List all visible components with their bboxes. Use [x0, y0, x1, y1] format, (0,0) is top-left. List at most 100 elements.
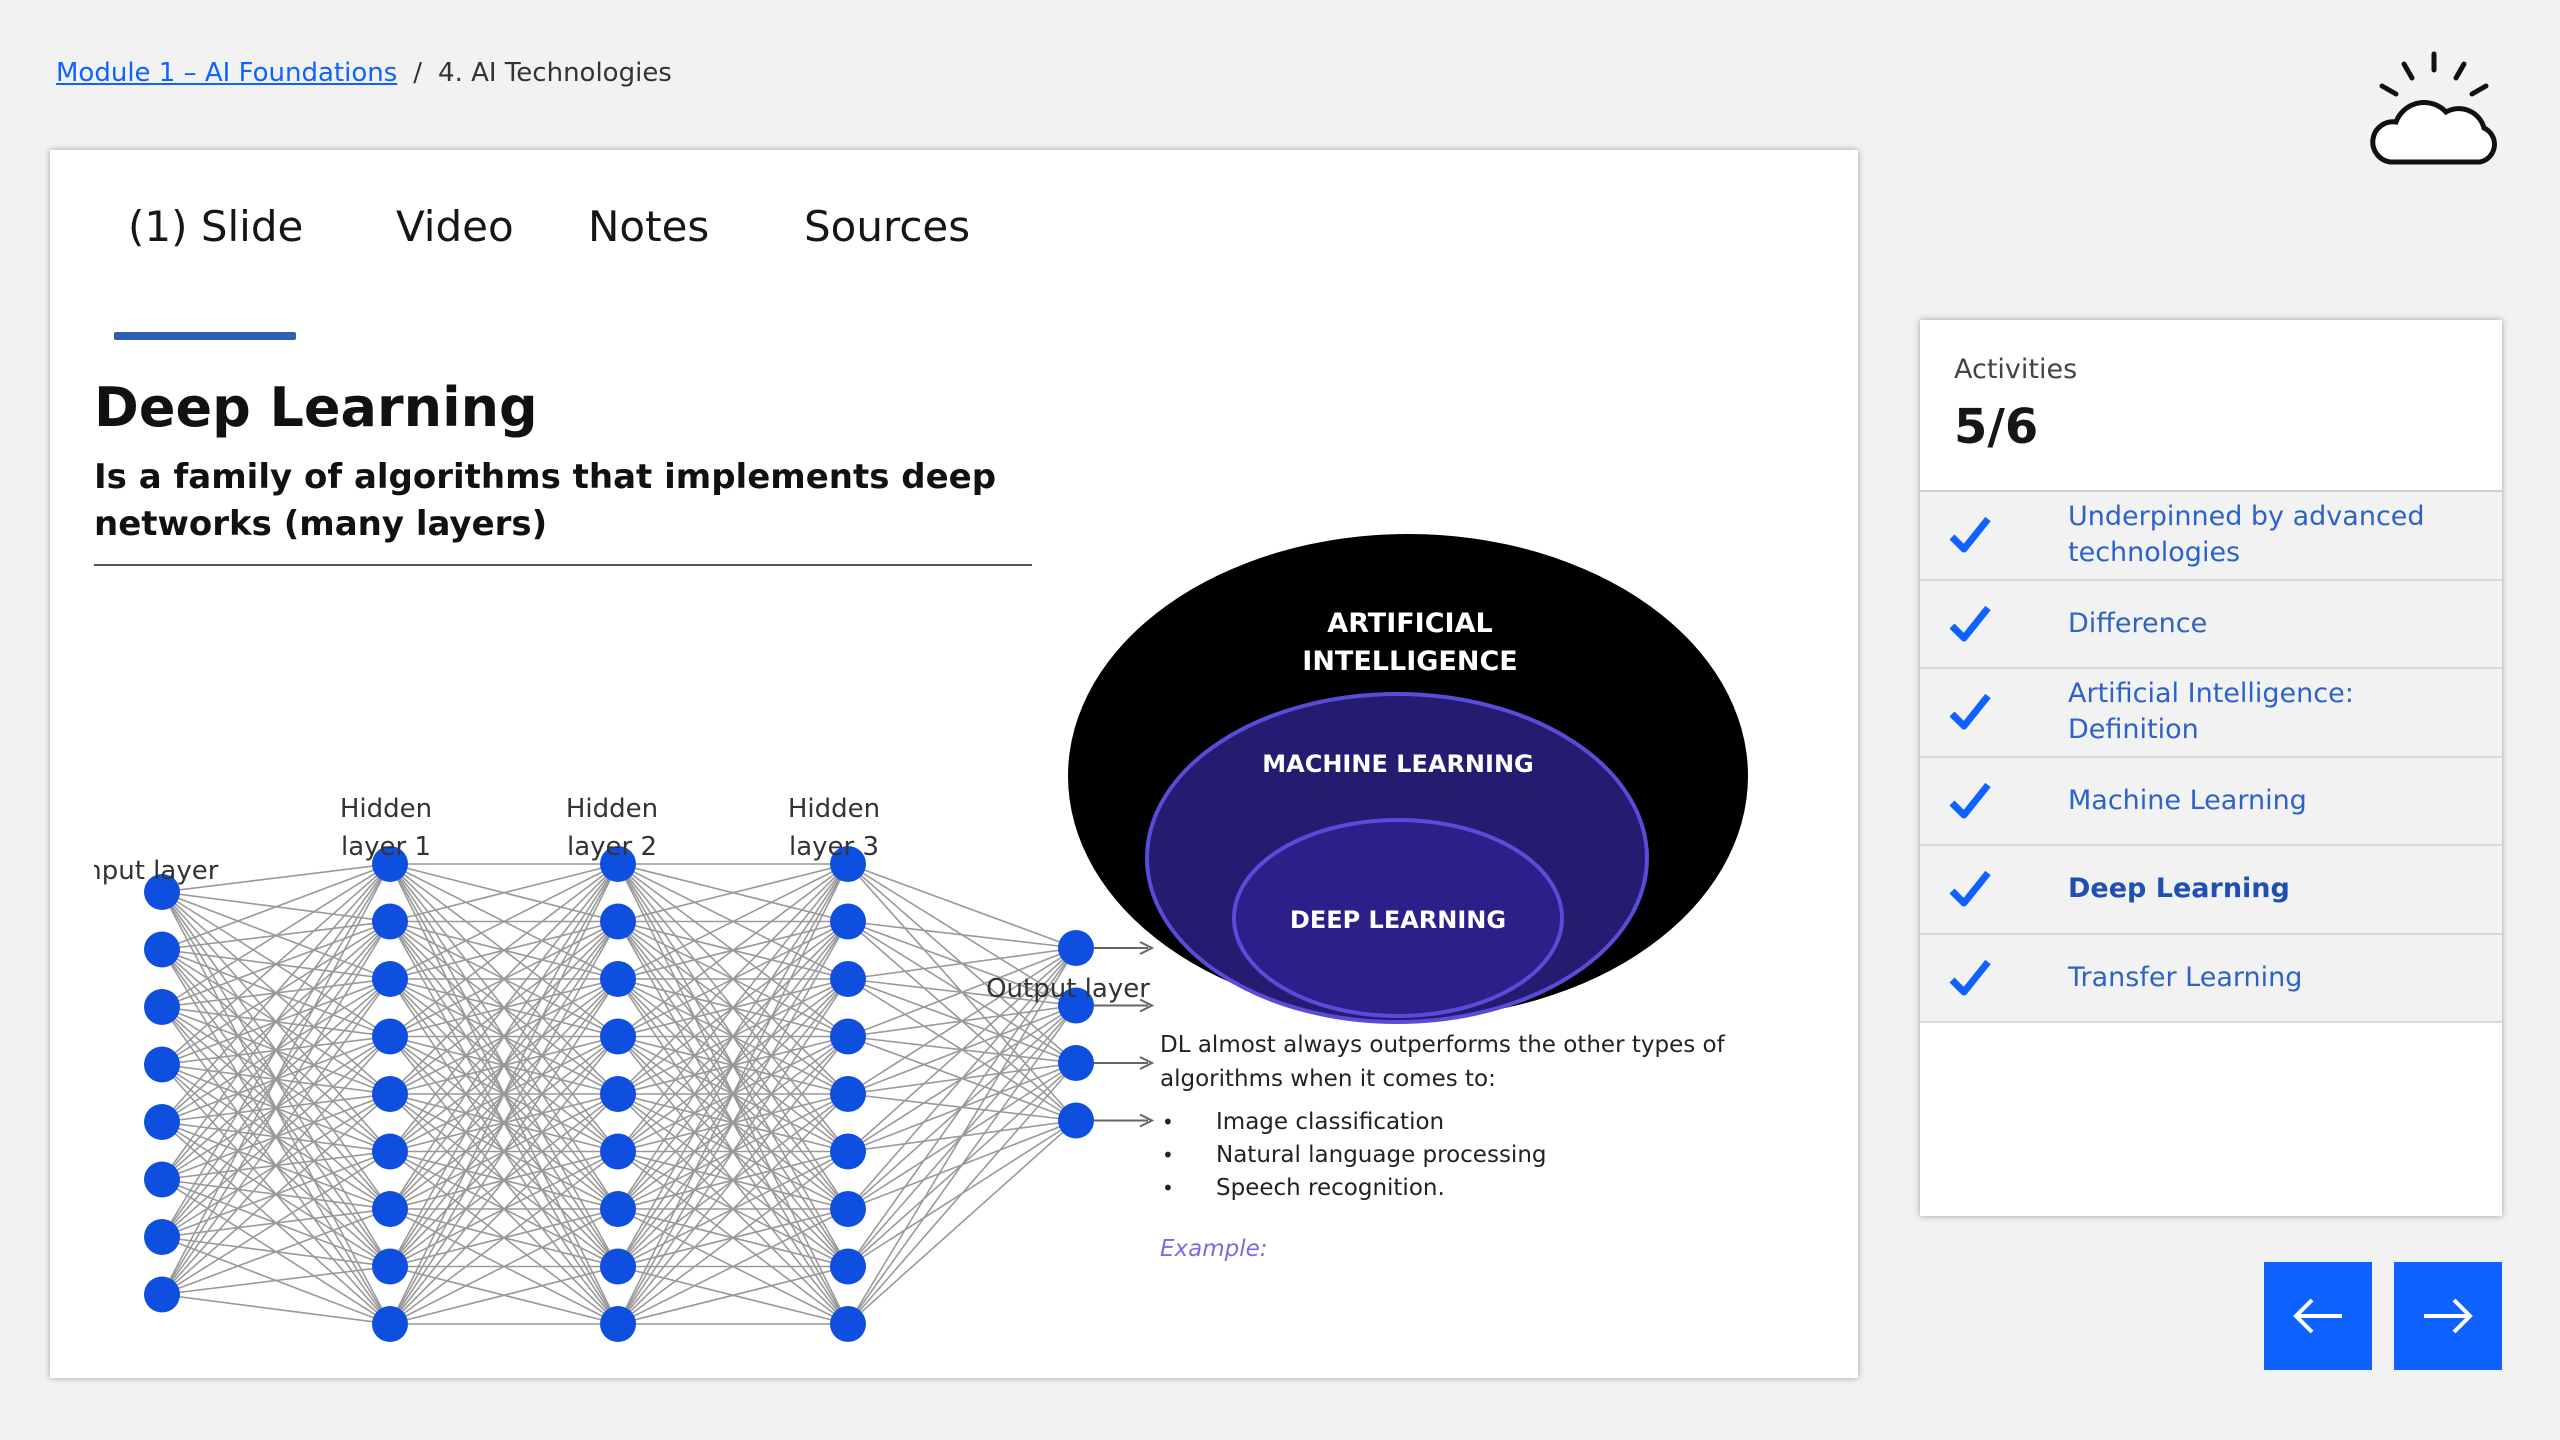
network-edge [847, 947, 1077, 1038]
activities-list: Underpinned by advanced technologies Dif… [1920, 492, 2502, 1023]
network-node-layer-3 [830, 1018, 866, 1055]
checkmark-icon [1949, 517, 1991, 553]
breadcrumb: Module 1 – AI Foundations / 4. AI Techno… [56, 58, 672, 88]
slide-content: Deep Learning Is a family of algorithms … [50, 350, 1858, 1350]
checkmark-icon [1949, 694, 1991, 730]
network-node-layer-2 [600, 1076, 636, 1112]
activity-item-transfer-learning[interactable]: Transfer Learning [1920, 934, 2502, 1023]
slide-card: (1) Slide Video Notes Sources Deep Learn… [50, 150, 1858, 1378]
network-edge [617, 863, 849, 1267]
activities-panel: Activities 5/6 Underpinned by advanced t… [1920, 320, 2502, 1216]
activity-item-machine-learning[interactable]: Machine Learning [1920, 757, 2502, 846]
output-layer-label: Output layer [986, 974, 1150, 1004]
network-edge [389, 863, 619, 1038]
network-edge [847, 947, 1077, 1095]
network-edge [847, 947, 1077, 980]
breadcrumb-current: 4. AI Technologies [438, 58, 672, 88]
network-edge [161, 978, 391, 1295]
arrow-right-icon [2424, 1298, 2473, 1334]
network-edge [389, 978, 619, 1325]
ai-ml-dl-diagram: ARTIFICIAL INTELLIGENCE MACHINE LEARNING… [1068, 534, 1748, 1024]
activity-item-underpinned[interactable]: Underpinned by advanced technologies [1920, 492, 2502, 581]
network-node-layer-0 [144, 1046, 180, 1083]
activity-item-ai-definition[interactable]: Artificial Intelligence: Definition [1920, 669, 2502, 758]
network-node-layer-1 [372, 846, 408, 882]
network-edge [161, 863, 391, 951]
network-node-layer-0 [144, 1104, 180, 1140]
network-edge [617, 863, 849, 923]
network-node-layer-1 [372, 1133, 408, 1170]
bullet-nlp: Natural language processing [1160, 1139, 1800, 1172]
network-edge [617, 1093, 849, 1325]
network-edge [389, 863, 619, 1325]
network-edge [161, 863, 391, 1066]
network-edge [161, 863, 391, 1238]
slide-subtitle: Is a family of algorithms that implement… [94, 457, 997, 544]
activity-item-deep-learning[interactable]: Deep Learning [1920, 846, 2502, 935]
hidden-layer-3-label-line1: Hidden [788, 794, 880, 824]
ai-label-line1: ARTIFICIAL [1327, 608, 1492, 639]
tab-slide[interactable]: (1) Slide [128, 202, 304, 251]
checkmark-icon [1949, 871, 1991, 907]
network-edge [617, 863, 849, 1038]
network-node-layer-2 [600, 1191, 636, 1227]
network-edge [389, 863, 619, 980]
network-node-layer-3 [830, 1133, 866, 1170]
network-node-layer-0 [144, 1276, 180, 1313]
network-edge [617, 1150, 849, 1325]
network-node-layer-0 [144, 1219, 180, 1255]
network-edge [161, 1035, 391, 1296]
tab-video[interactable]: Video [396, 202, 514, 251]
activity-item-difference[interactable]: Difference [1920, 580, 2502, 669]
network-edge [389, 1036, 619, 1325]
network-edge [617, 1036, 849, 1325]
network-node-layer-2 [600, 961, 636, 997]
activity-label: Machine Learning [2068, 784, 2307, 816]
network-node-layer-0 [144, 1161, 180, 1198]
slide-title: Deep Learning [94, 376, 538, 439]
checkmark-icon [1949, 782, 1991, 819]
output-arrow-head [1139, 941, 1155, 955]
neural-network-diagram: Input layer Hidden layer 1 Hidden layer … [94, 794, 1155, 1342]
network-edge [617, 1208, 849, 1325]
bullet-image-classification: Image classification [1160, 1106, 1800, 1139]
example-label: Example: [1160, 1236, 1268, 1262]
network-node-layer-3 [830, 903, 866, 940]
network-node-layer-2 [600, 1133, 636, 1170]
next-button[interactable] [2394, 1262, 2502, 1370]
activities-label: Activities [1954, 354, 2078, 385]
network-node-layer-0 [144, 989, 180, 1025]
network-node-layer-3 [830, 1306, 866, 1342]
network-edge [161, 863, 391, 1180]
breadcrumb-module-link[interactable]: Module 1 – AI Foundations [56, 58, 398, 88]
network-edge [161, 863, 391, 893]
network-edge [617, 1265, 849, 1325]
ml-label: MACHINE LEARNING [1262, 750, 1533, 778]
output-arrow-head [1139, 1056, 1155, 1070]
network-edge [617, 863, 849, 980]
output-arrow-head [1139, 998, 1155, 1013]
network-edge [617, 863, 849, 1152]
sun-cloud-logo-icon [2370, 51, 2497, 165]
input-layer-label: Input layer [94, 856, 219, 886]
network-node-layer-3 [830, 846, 866, 882]
network-node-layer-1 [372, 1076, 408, 1112]
tab-sources[interactable]: Sources [804, 202, 971, 251]
network-edge [161, 921, 391, 1295]
network-edge [847, 947, 1077, 1153]
network-edge [389, 863, 619, 1152]
network-node-layer-4 [1058, 930, 1094, 966]
output-arrow-head [1139, 1113, 1155, 1128]
network-node-layer-0 [144, 874, 180, 910]
network-node-layer-2 [600, 1306, 636, 1342]
network-edge [161, 1293, 391, 1325]
network-edge [847, 1005, 1077, 1325]
checkmark-icon [1949, 605, 1991, 642]
network-edges [161, 863, 1077, 1325]
network-edge [847, 1119, 1077, 1325]
network-edge [389, 1150, 619, 1325]
activity-label: Transfer Learning [2068, 961, 2303, 993]
previous-button[interactable] [2264, 1262, 2372, 1370]
network-node-layer-2 [600, 846, 636, 882]
tab-notes[interactable]: Notes [588, 202, 710, 251]
